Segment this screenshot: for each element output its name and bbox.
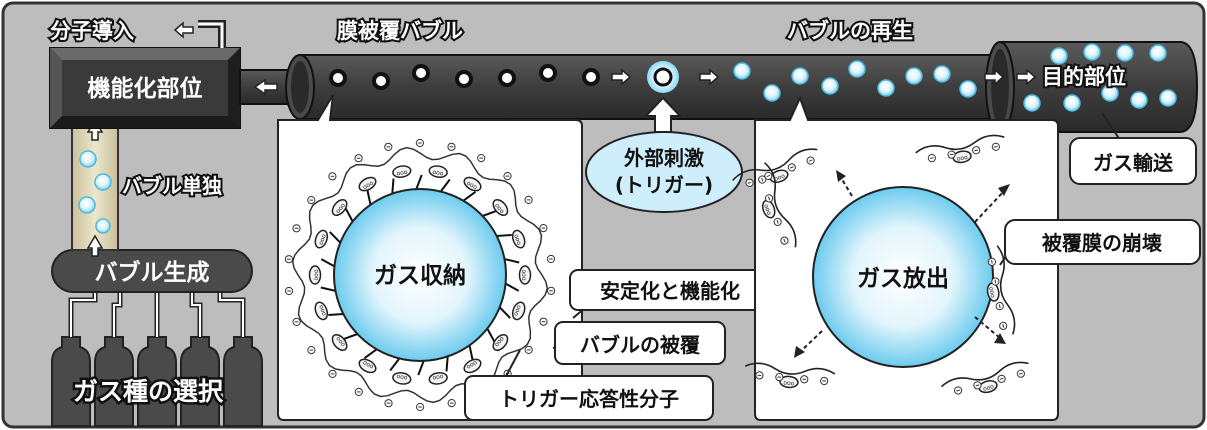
bubble-generation-tank xyxy=(51,249,253,293)
charge-mark xyxy=(477,154,486,163)
tube-arrows xyxy=(611,68,1037,86)
charge-mark xyxy=(447,142,456,151)
membrane-collapse-label: 被覆膜の崩壊 xyxy=(1042,231,1163,255)
membrane-spike xyxy=(391,178,395,194)
membrane-spike xyxy=(363,348,378,360)
membrane-fragment xyxy=(744,362,836,389)
external-stimulus-label: 外部刺激 xyxy=(624,146,704,170)
membrane-spike xyxy=(415,174,423,190)
coated-bubble-label: 膜被覆バブル xyxy=(337,19,463,43)
triggered-bubble xyxy=(653,67,673,87)
external-stimulus xyxy=(585,96,743,213)
membrane-spike xyxy=(329,231,342,244)
bubble-generation-label: バブル生成 xyxy=(95,259,210,286)
released-bubbles xyxy=(733,43,1177,112)
charge-mark xyxy=(539,317,548,326)
membrane-spike xyxy=(445,356,449,372)
membrane-spike xyxy=(462,190,477,202)
stabilization-label: 安定化と機能化 xyxy=(600,279,740,303)
bubble-regeneration-label: バブルの再生 xyxy=(787,19,913,43)
gas-transport-label: ガス輸送 xyxy=(1093,151,1174,175)
charge-mark xyxy=(546,254,556,264)
single-bubble-label: バブル単独 xyxy=(122,174,222,198)
bubble-coating-label: バブルの被覆 xyxy=(580,333,701,357)
charge-mark xyxy=(384,142,393,151)
gas-storage-label: ガス収納 xyxy=(374,262,466,289)
cylinder-pipes-highlight xyxy=(70,290,244,337)
charge-mark xyxy=(292,224,301,233)
flow-arrow xyxy=(253,78,278,96)
membrane-spike xyxy=(342,333,358,341)
charge-mark xyxy=(307,196,316,205)
charge-mark xyxy=(447,399,456,408)
functional-site-box xyxy=(49,47,241,129)
membrane-spike xyxy=(486,328,496,343)
membrane-collapse-callout xyxy=(999,219,1201,266)
charge-mark xyxy=(416,402,425,412)
membrane-spike xyxy=(320,258,335,268)
release-bubble xyxy=(812,186,994,368)
membrane-spike xyxy=(496,234,512,237)
membrane-fragment xyxy=(732,148,818,188)
charge-mark xyxy=(539,224,548,233)
charge-mark xyxy=(328,172,337,181)
functional-site-label: 機能化部位 xyxy=(88,75,203,102)
gas-cylinders xyxy=(51,336,263,427)
column-up-arrows xyxy=(86,118,104,257)
membrane-molecule xyxy=(308,265,322,285)
molecule-intro-label: 分子導入 xyxy=(50,19,134,43)
trigger-molecule-callout xyxy=(464,349,714,421)
charge-mark xyxy=(384,399,393,408)
membrane-spike xyxy=(344,207,354,222)
membrane-fragment xyxy=(940,361,1029,396)
charge-mark xyxy=(307,346,316,355)
membrane-spike xyxy=(389,357,401,372)
charge-mark xyxy=(503,172,512,181)
charge-mark xyxy=(524,195,533,204)
charge-mark xyxy=(524,345,533,354)
charge-mark xyxy=(354,387,363,396)
trigger-molecule-label: トリガー応答性分子 xyxy=(499,387,679,411)
bubble-coating-callout xyxy=(552,321,726,365)
bubble-column xyxy=(71,127,119,251)
charge-mark xyxy=(354,154,363,163)
charge-mark xyxy=(415,138,424,148)
membrane-spike xyxy=(366,189,372,205)
membrane-spike xyxy=(505,282,520,292)
membrane-spike xyxy=(417,360,425,376)
main-tube xyxy=(285,41,1199,133)
charge-mark xyxy=(328,369,337,378)
storage-bubble xyxy=(333,188,507,362)
charge-mark xyxy=(284,255,293,264)
membrane-fragment xyxy=(757,162,797,248)
coated-bubbles xyxy=(329,64,600,90)
membrane-spike xyxy=(468,345,474,361)
membrane-spike xyxy=(328,313,344,316)
molecule-intro-pipe xyxy=(173,20,226,48)
gas-transport-callout xyxy=(1069,112,1197,185)
membrane-spike xyxy=(439,178,451,193)
membrane-spike xyxy=(504,258,520,264)
target-site-label: 目的部位 xyxy=(1042,65,1126,89)
column-bubbles xyxy=(78,150,112,234)
gas-release-label: ガス放出 xyxy=(857,265,949,292)
dispersal-arrowheads xyxy=(794,170,1010,358)
membrane-spike xyxy=(482,209,498,217)
charge-mark xyxy=(292,317,301,326)
membrane-molecule xyxy=(518,265,532,285)
dispersal-arrows xyxy=(799,175,1006,353)
gas-selection-label: ガス種の選択 xyxy=(73,377,224,406)
membrane-spike xyxy=(320,286,336,292)
membrane-fragments xyxy=(732,134,1029,396)
membrane-spike xyxy=(498,306,511,319)
external-stimulus-sub-label: (トリガー) xyxy=(615,173,713,197)
charge-mark xyxy=(284,286,294,296)
membrane-fragment xyxy=(915,134,1005,165)
charge-mark xyxy=(547,286,556,295)
